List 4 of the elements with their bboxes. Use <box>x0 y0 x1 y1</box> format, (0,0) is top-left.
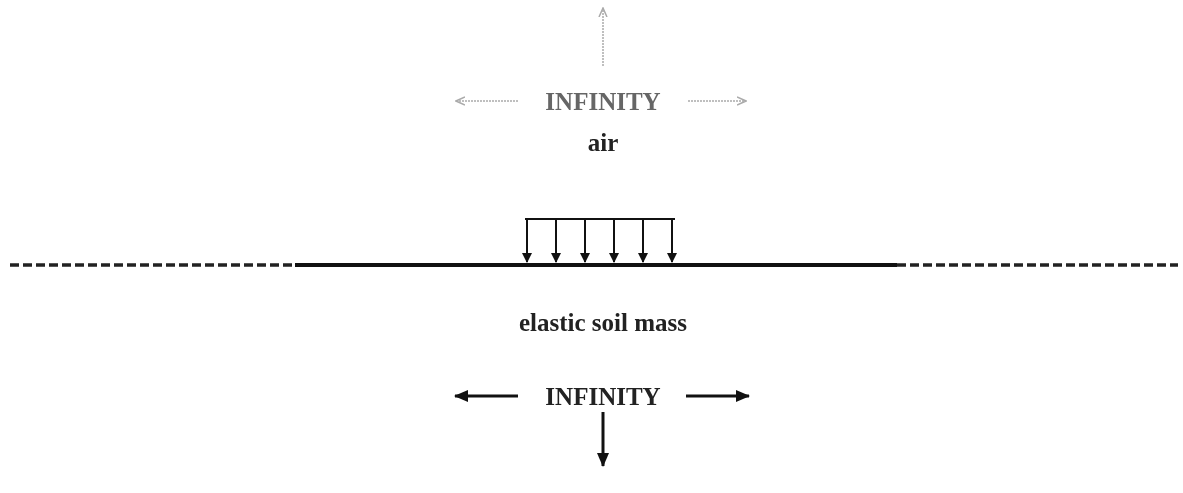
infinity-label: INFINITY <box>545 383 661 409</box>
soil-label: elastic soil mass <box>519 309 687 335</box>
air-label: air <box>587 129 619 155</box>
infinity-label: INFINITY <box>545 88 661 114</box>
